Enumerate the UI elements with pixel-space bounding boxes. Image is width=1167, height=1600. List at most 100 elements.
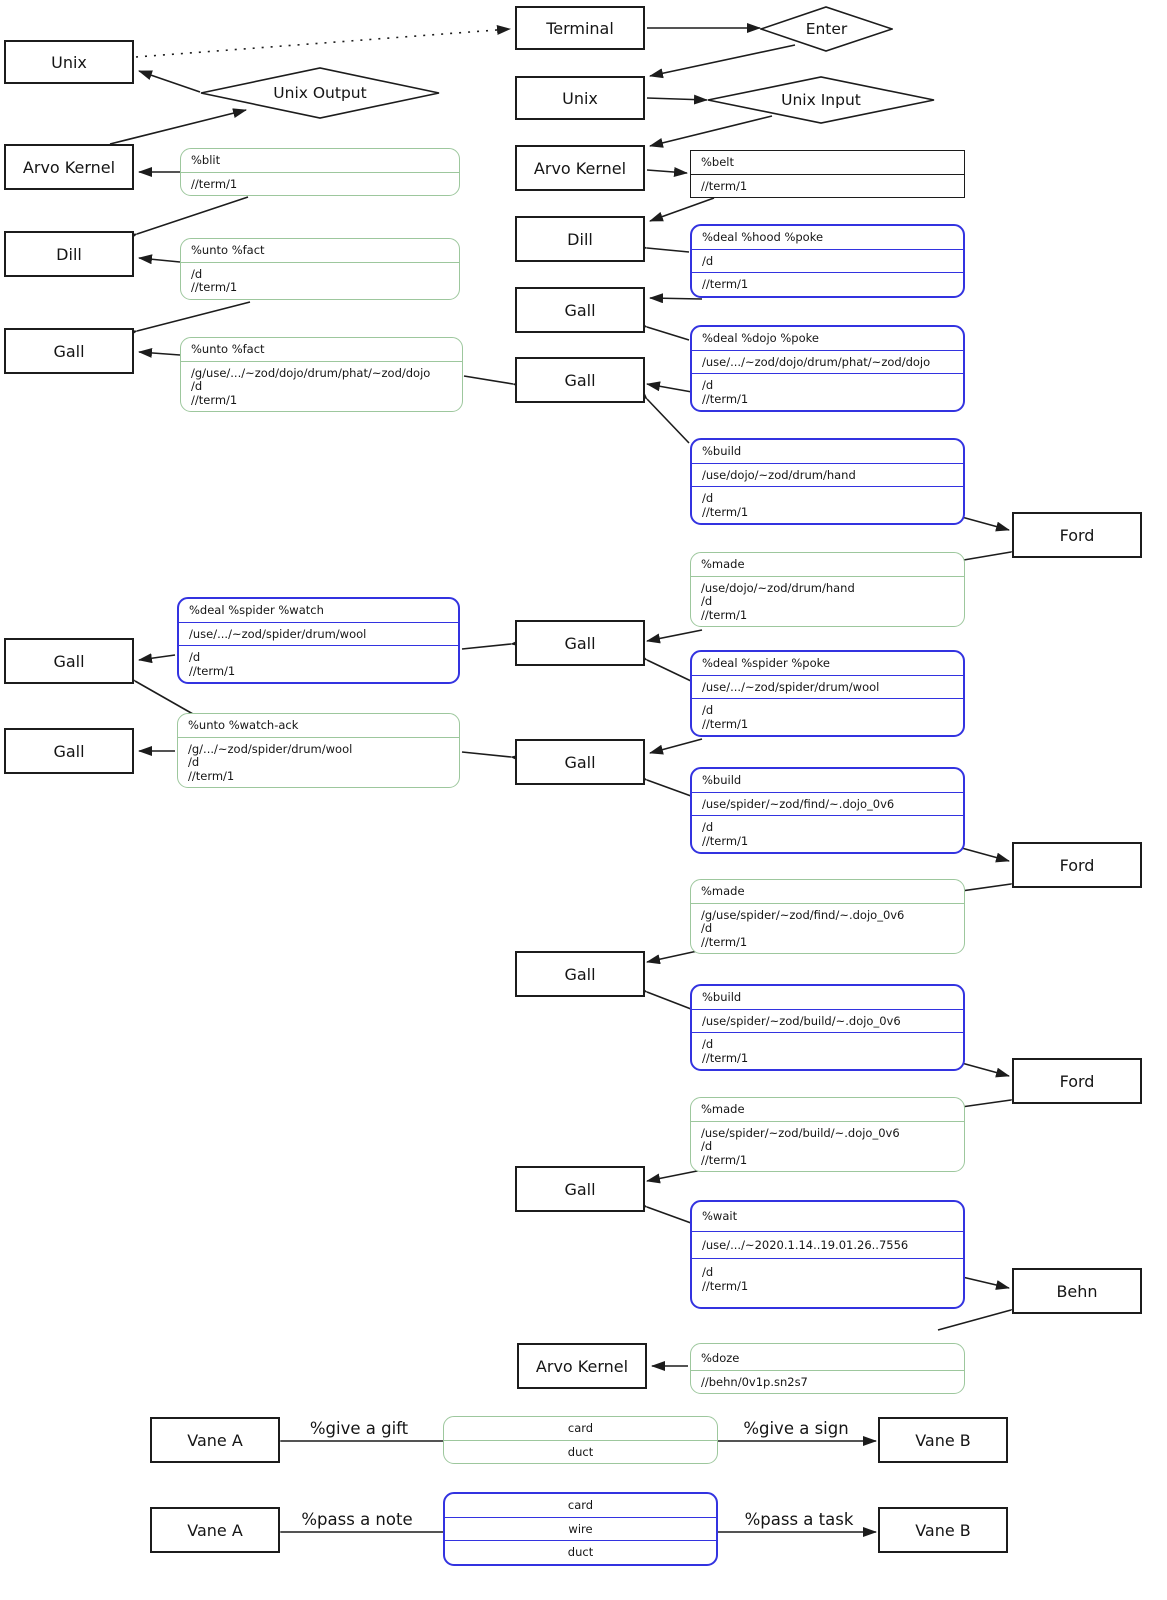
card-row: %build <box>702 990 742 1004</box>
card-row: %made <box>701 1102 745 1116</box>
node-dill-right: Dill <box>515 216 645 262</box>
card-deal-hood-poke: %deal %hood %poke /d //term/1 <box>690 224 965 298</box>
card-belt: %belt //term/1 <box>690 150 965 198</box>
card-row: //behn/0v1p.sn2s7 <box>691 1369 964 1394</box>
card-row: %deal %spider %poke <box>702 656 830 670</box>
card-doze: %doze //behn/0v1p.sn2s7 <box>690 1343 965 1394</box>
edge-spiderpoke-to-gall4 <box>649 738 703 755</box>
card-deal-spider-poke: %deal %spider %poke /use/.../~zod/spider… <box>690 650 965 737</box>
edge-gallr2-to-unto2 <box>463 375 527 392</box>
edge-gall6-to-wait <box>633 1197 692 1224</box>
diamond-shape-icon <box>707 76 935 124</box>
edge-behn-to-doze <box>937 1301 1025 1331</box>
edge-label-give-gift: %give a gift <box>298 1419 420 1438</box>
edge-spiderwatch-to-galla <box>138 653 176 664</box>
node-gall-right-5: Gall <box>515 951 645 997</box>
edge-unto1-to-dill <box>138 254 181 265</box>
card-wait: %wait /use/.../~2020.1.14..19.01.26..755… <box>690 1200 965 1309</box>
node-label: Vane B <box>915 1520 971 1540</box>
card-row: /d //term/1 <box>692 1032 963 1069</box>
card-row: %made <box>701 884 745 898</box>
edge-dealdojo-to-gall2 <box>646 381 693 393</box>
card-row: /use/.../~zod/dojo/drum/phat/~zod/dojo <box>692 349 963 374</box>
card-row: %deal %dojo %poke <box>702 331 819 345</box>
edge-gall4-to-watchack <box>461 751 525 764</box>
node-label: Arvo Kernel <box>22 157 116 177</box>
node-arvo-kernel-right: Arvo Kernel <box>515 145 645 191</box>
card-build-find: %build /use/spider/~zod/find/~.dojo_0v6 … <box>690 767 965 854</box>
node-behn: Behn <box>1012 1268 1142 1314</box>
edge-made-to-gall3 <box>646 629 703 644</box>
card-legend-note: card wire duct <box>443 1492 718 1566</box>
card-row: %deal %hood %poke <box>702 230 824 244</box>
edge-buildfind-to-ford2 <box>957 846 1010 863</box>
card-row: /use/spider/~zod/build/~.dojo_0v6 /d //t… <box>691 1120 964 1172</box>
card-row: wire <box>445 1516 716 1541</box>
node-gall-left-out: Gall <box>4 328 134 374</box>
card-row: %blit <box>191 153 221 167</box>
card-deal-dojo-poke: %deal %dojo %poke /use/.../~zod/dojo/dru… <box>690 325 965 412</box>
node-gall-right-6: Gall <box>515 1166 645 1212</box>
node-gall-right-4: Gall <box>515 739 645 785</box>
node-label: Unix <box>51 52 87 72</box>
node-label: Dill <box>56 244 82 264</box>
card-row: %unto %fact <box>191 243 265 257</box>
edge-unix-output-to-unix <box>138 70 201 93</box>
node-vane-b-2: Vane B <box>878 1507 1008 1553</box>
node-vane-b-1: Vane B <box>878 1417 1008 1463</box>
card-build-hand: %build /use/dojo/~zod/drum/hand /d //ter… <box>690 438 965 525</box>
card-row: /use/.../~2020.1.14..19.01.26..7556 <box>692 1230 963 1259</box>
card-row: %unto %watch-ack <box>188 718 299 732</box>
node-ford-3: Ford <box>1012 1058 1142 1104</box>
edge-enter-to-unix <box>649 44 796 79</box>
card-row: %unto %fact <box>191 342 265 356</box>
card-row: %deal %spider %watch <box>189 603 324 617</box>
card-row: %wait <box>702 1209 738 1223</box>
card-row: /d //term/1 <box>692 486 963 523</box>
card-row: %made <box>701 557 745 571</box>
card-blit: %blit //term/1 <box>180 148 460 196</box>
card-made-hand: %made /use/dojo/~zod/drum/hand /d //term… <box>690 552 965 627</box>
edge-unto2-to-gall <box>138 347 181 358</box>
node-label: Terminal <box>546 18 614 38</box>
card-row: /g/.../~zod/spider/drum/wool /d //term/1 <box>178 736 459 788</box>
node-label: Arvo Kernel <box>533 158 627 178</box>
diamond-label: Unix Output <box>273 84 367 102</box>
card-row: /d //term/1 <box>181 261 459 299</box>
node-gall-right-2: Gall <box>515 357 645 403</box>
node-label: Gall <box>564 300 596 320</box>
node-label: Vane B <box>915 1430 971 1450</box>
node-gall-left-b: Gall <box>4 728 134 774</box>
edge-arvo-to-unix-output <box>109 108 247 145</box>
edge-label-pass-task: %pass a task <box>735 1510 863 1529</box>
card-legend-gift: card duct <box>443 1416 718 1464</box>
node-label: Ford <box>1059 855 1095 875</box>
edge-dealhood-to-gall1 <box>649 293 703 304</box>
node-label: Dill <box>567 229 593 249</box>
card-row: /use/.../~zod/spider/drum/wool <box>179 621 458 646</box>
diamond-shape-icon <box>200 67 440 119</box>
card-deal-spider-watch: %deal %spider %watch /use/.../~zod/spide… <box>177 597 460 684</box>
card-row: card <box>567 1421 594 1435</box>
edge-gall4-to-buildfind <box>633 770 692 797</box>
edge-gall-to-unto1 <box>123 301 251 340</box>
node-label: Gall <box>564 964 596 984</box>
diamond-enter: Enter <box>760 6 893 52</box>
card-row: /g/use/spider/~zod/find/~.dojo_0v6 /d //… <box>691 902 964 954</box>
edge-gall2-to-build <box>634 386 690 444</box>
card-row: %build <box>702 773 742 787</box>
edge-belt-to-dill <box>649 197 715 222</box>
card-row: /d //term/1 <box>692 1258 963 1307</box>
card-unto-fact-1: %unto %fact /d //term/1 <box>180 238 460 300</box>
node-arvo-kernel-left: Arvo Kernel <box>4 144 134 190</box>
card-build-build: %build /use/spider/~zod/build/~.dojo_0v6… <box>690 984 965 1071</box>
node-terminal: Terminal <box>515 6 645 50</box>
node-label: Gall <box>53 741 85 761</box>
node-label: Gall <box>564 1179 596 1199</box>
node-gall-left-a: Gall <box>4 638 134 684</box>
card-row: /use/dojo/~zod/drum/hand /d //term/1 <box>691 575 964 627</box>
diamond-label: Unix Input <box>781 91 861 109</box>
card-unto-watch-ack: %unto %watch-ack /g/.../~zod/spider/drum… <box>177 713 460 788</box>
